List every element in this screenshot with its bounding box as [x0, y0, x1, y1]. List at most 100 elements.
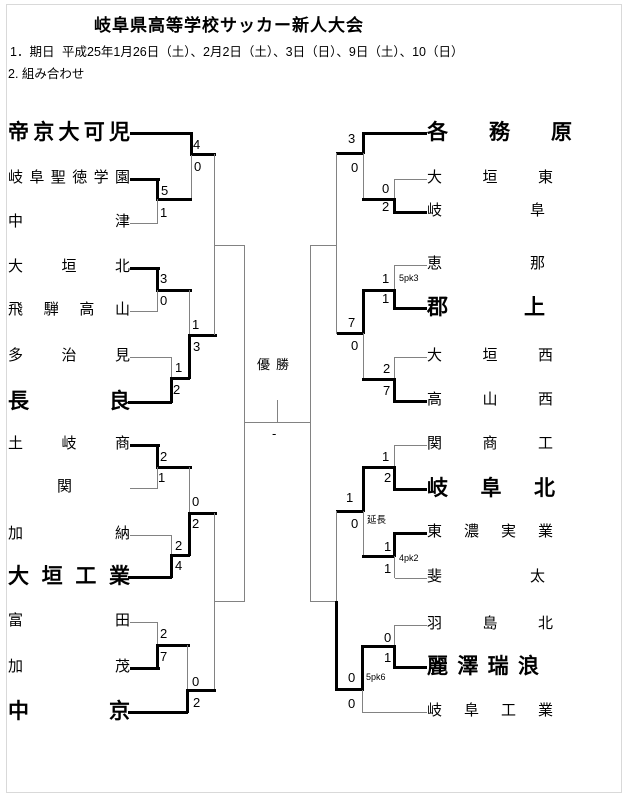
bracket-line [156, 198, 192, 201]
penalty-note: 4pk2 [399, 553, 419, 563]
team-name-takayamanishi: 高山西 [427, 391, 553, 408]
bracket-line [186, 689, 216, 692]
bracket-line [395, 578, 427, 579]
bracket-line [156, 444, 159, 468]
match-score: 1 [384, 650, 392, 665]
bracket-line [130, 223, 158, 224]
bracket-line [170, 377, 173, 403]
bracket-line [128, 401, 172, 404]
team-name-gifushotokugakuen: 岐阜聖徳学園 [8, 169, 130, 186]
team-name-tonojitsugyo: 東濃実業 [427, 523, 553, 540]
team-name-ena: 恵那 [427, 255, 545, 272]
bracket-line [362, 289, 395, 292]
bracket-line [191, 155, 192, 199]
match-score: 3 [348, 131, 356, 146]
bracket-line [393, 645, 396, 668]
match-score: 7 [160, 649, 168, 664]
champion-tick-line [277, 400, 278, 422]
team-name-gifukita: 岐阜北 [427, 477, 555, 500]
tournament-title: 岐阜県高等学校サッカー新人大会 [94, 16, 364, 35]
team-name-seki: 関 [57, 478, 73, 495]
bracket-line [394, 556, 395, 578]
match-score: 0 [348, 696, 356, 711]
team-name-hidatakayama: 飛騨高山 [8, 301, 130, 318]
bracket-line [130, 444, 160, 447]
team-name-tomida: 富田 [8, 612, 130, 629]
bracket-line [395, 179, 427, 180]
bracket-line [188, 334, 191, 379]
match-score: 0 [160, 293, 168, 308]
match-score: 2 [173, 382, 181, 397]
match-score: 2 [383, 361, 391, 376]
bracket-line [393, 378, 396, 402]
match-score: 1 [382, 271, 390, 286]
bracket-line [393, 532, 396, 557]
match-score: 3 [160, 271, 168, 286]
bracket-line [214, 513, 215, 691]
team-name-gifukogyo: 岐阜工業 [427, 702, 553, 719]
bracket-line [393, 198, 396, 213]
match-score: 0 [351, 516, 359, 531]
bracket-line [393, 488, 427, 491]
pairings-heading: 2. 組み合わせ [8, 67, 85, 81]
match-score: 1 [382, 449, 390, 464]
match-score: 1 [192, 317, 200, 332]
match-score: 1 [346, 490, 354, 505]
bracket-line-final-left [244, 245, 245, 602]
bracket-line [362, 555, 395, 558]
bracket-line [310, 601, 337, 602]
bracket-line [156, 466, 192, 469]
bracket-line [361, 645, 395, 648]
bracket-line [214, 154, 215, 335]
bracket-line [156, 289, 192, 292]
bracket-line-final [244, 422, 311, 423]
team-name-gifu: 岐阜 [427, 202, 545, 219]
match-score: 2 [384, 470, 392, 485]
match-score: 1 [384, 539, 392, 554]
team-name-ogakikita: 大垣北 [8, 258, 130, 275]
match-score: 1 [160, 205, 168, 220]
bracket-line [394, 265, 395, 291]
match-score: 4 [193, 137, 201, 152]
bracket-line [157, 199, 158, 223]
bracket-line [170, 377, 190, 380]
match-score: 0 [382, 181, 390, 196]
extra-time-note: 延長 [367, 515, 387, 526]
match-score: 4 [175, 558, 183, 573]
match-score: 1 [158, 470, 166, 485]
bracket-line [395, 357, 427, 358]
bracket-line [188, 334, 217, 337]
bracket-line [214, 601, 244, 602]
bracket-line [188, 512, 191, 556]
match-score: 0 [192, 494, 200, 509]
bracket-line [336, 153, 337, 334]
match-score: 2 [175, 538, 183, 553]
match-score: 5 [161, 183, 169, 198]
match-score: 0 [192, 674, 200, 689]
bracket-line [336, 510, 363, 513]
bracket-line [130, 667, 160, 670]
bracket-line [394, 357, 395, 379]
date-heading: 1．期日 [10, 45, 55, 59]
bracket-line [394, 445, 395, 467]
bracket-line [394, 179, 395, 199]
match-score: 2 [192, 516, 200, 531]
bracket-line [130, 132, 192, 135]
bracket-line [188, 512, 217, 515]
bracket-line [187, 645, 188, 691]
bracket-line [128, 576, 172, 579]
bracket-line [156, 644, 190, 647]
champion-label: 優勝 [257, 357, 296, 372]
bracket-line [395, 625, 427, 626]
team-name-kakamigahara: 各務原 [427, 121, 572, 144]
team-name-tajimi: 多治見 [8, 347, 130, 364]
bracket-line [128, 711, 188, 714]
bracket-line [393, 466, 396, 490]
team-name-tokisho: 土岐商 [8, 435, 130, 452]
page-frame [6, 4, 622, 793]
team-name-kano: 加納 [8, 525, 130, 542]
match-score: 3 [193, 339, 201, 354]
bracket-line [190, 153, 216, 156]
team-name-chukyo: 中京 [8, 700, 130, 723]
